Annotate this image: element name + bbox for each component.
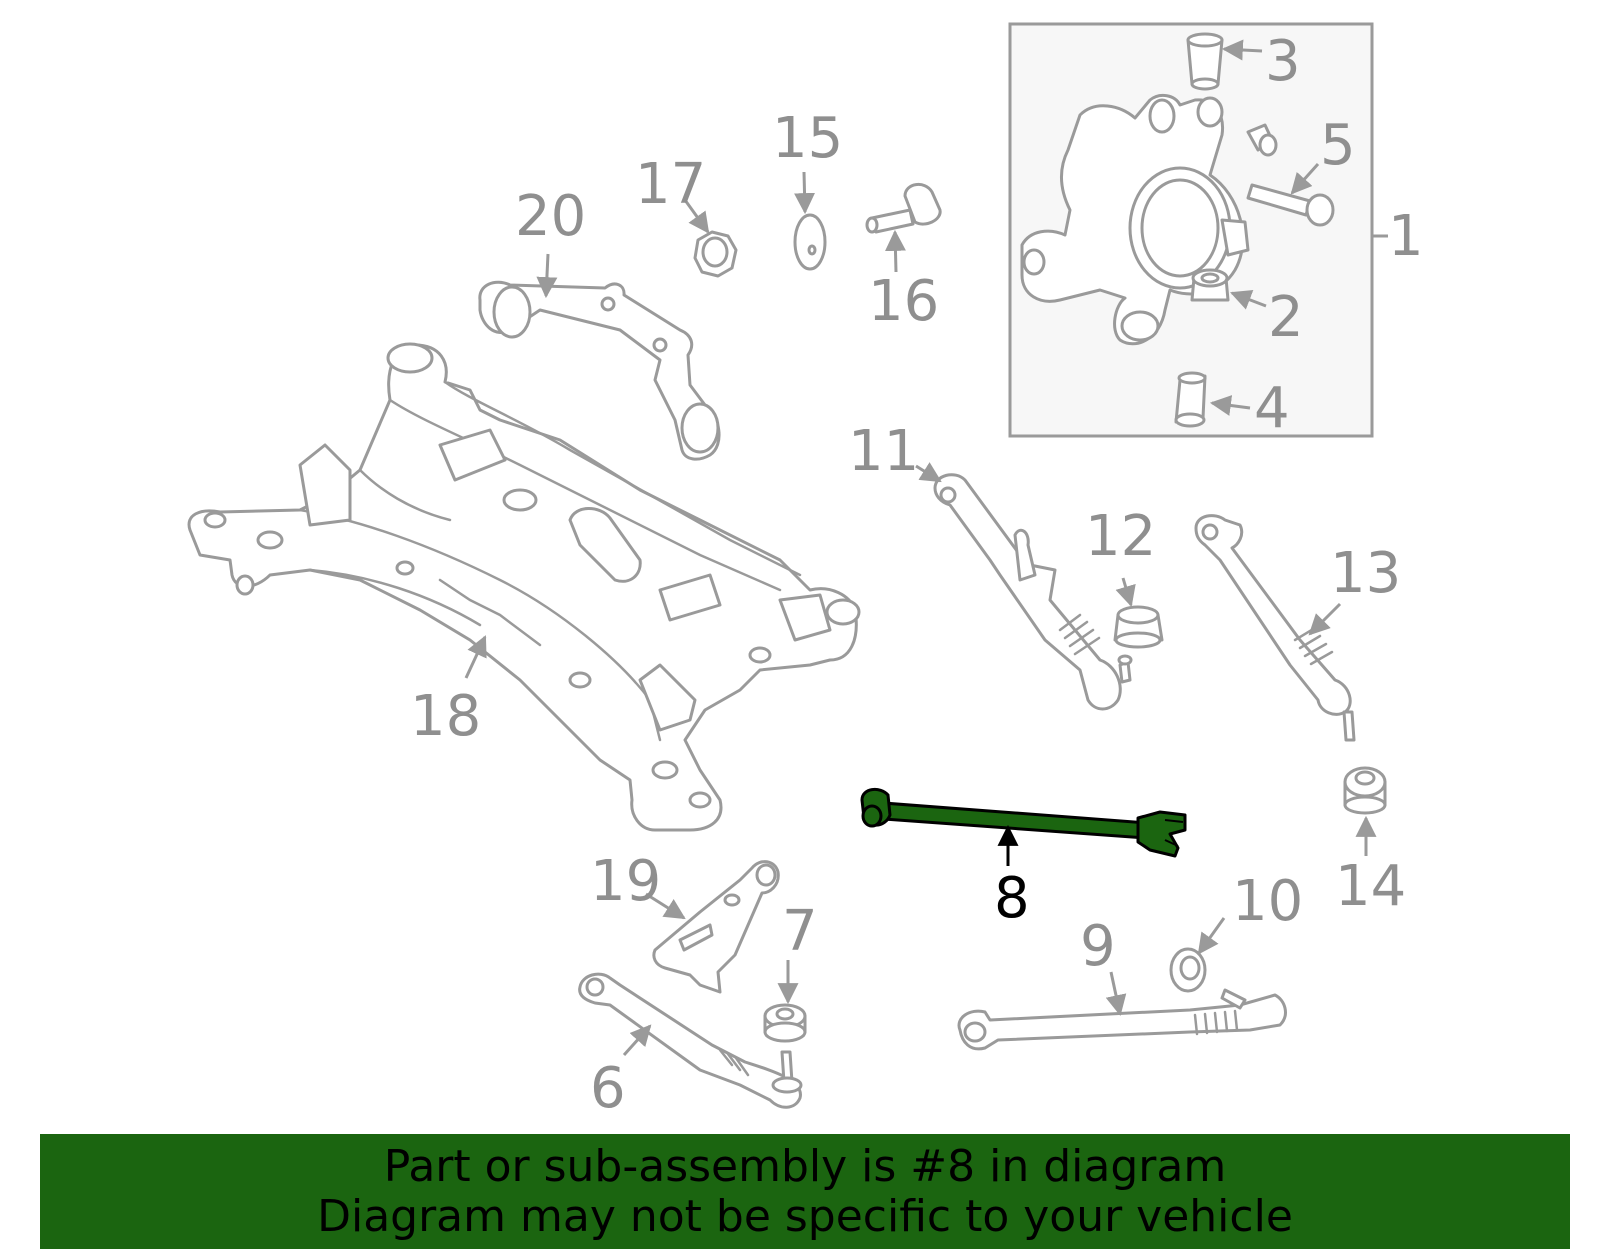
highlight-info-banner: Part or sub-assembly is #8 in diagram Di… <box>40 1134 1570 1249</box>
label-15: 15 <box>772 106 843 171</box>
part-1-knuckle[interactable] <box>1020 93 1250 346</box>
label-19: 19 <box>590 849 661 914</box>
part-14-bushing[interactable] <box>1343 766 1387 815</box>
label-2: 2 <box>1268 285 1304 350</box>
part-15-washer[interactable] <box>793 213 827 271</box>
label-10: 10 <box>1232 869 1303 934</box>
part-7-bushing[interactable] <box>763 1003 807 1043</box>
part-13-arm[interactable] <box>1194 514 1356 742</box>
label-5: 5 <box>1320 113 1356 178</box>
part-6-arm[interactable] <box>578 972 803 1109</box>
label-9: 9 <box>1080 914 1116 979</box>
label-8: 8 <box>994 866 1030 931</box>
part-2-bushing[interactable] <box>1190 268 1230 302</box>
part-4-sleeve[interactable] <box>1174 371 1207 428</box>
banner-line-part-number: Part or sub-assembly is #8 in diagram <box>383 1140 1227 1192</box>
label-1: 1 <box>1388 204 1424 269</box>
part-10-nut[interactable] <box>1169 947 1207 993</box>
part-12-bushing[interactable] <box>1113 605 1164 649</box>
banner-line-disclaimer: Diagram may not be specific to your vehi… <box>317 1190 1293 1242</box>
label-12: 12 <box>1085 504 1156 569</box>
part-3-bushing[interactable] <box>1186 32 1224 91</box>
part-5-bolt[interactable] <box>1246 123 1335 227</box>
part-8-link-highlighted[interactable] <box>860 787 1187 858</box>
label-3: 3 <box>1265 29 1301 94</box>
part-20-bracket[interactable] <box>478 280 721 461</box>
part-16-bolt[interactable] <box>865 183 942 234</box>
label-18: 18 <box>410 684 481 749</box>
part-11-arm[interactable] <box>933 473 1133 711</box>
label-17: 17 <box>635 152 706 217</box>
label-14: 14 <box>1335 854 1406 919</box>
label-16: 16 <box>868 269 939 334</box>
part-19-bracket[interactable] <box>652 860 780 994</box>
label-13: 13 <box>1330 541 1401 606</box>
label-7: 7 <box>782 899 818 964</box>
label-4: 4 <box>1254 376 1290 441</box>
label-6: 6 <box>590 1056 626 1121</box>
part-17-nut[interactable] <box>693 230 738 278</box>
part-18-subframe[interactable] <box>187 342 861 832</box>
label-20: 20 <box>515 184 586 249</box>
part-9-link[interactable] <box>957 988 1287 1051</box>
label-11: 11 <box>848 419 919 484</box>
